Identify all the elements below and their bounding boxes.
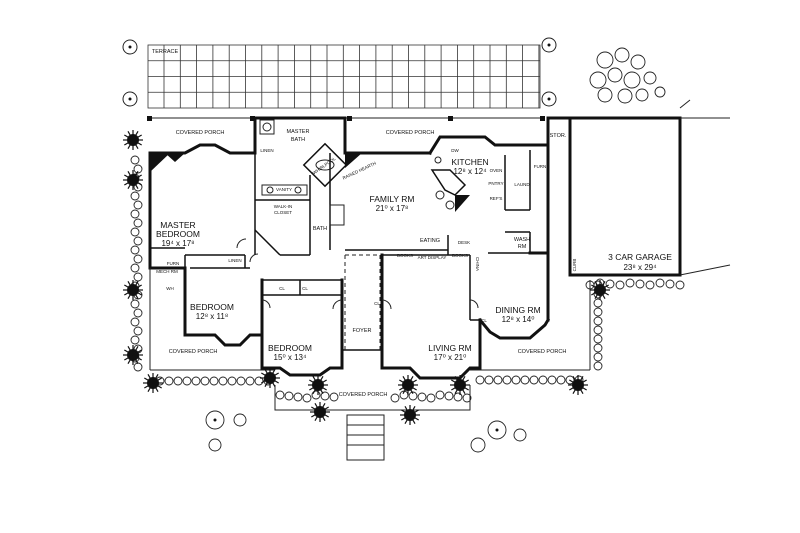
cl-3: CL bbox=[374, 301, 380, 306]
terrace-trees bbox=[122, 37, 557, 107]
books-1: BOOKS bbox=[397, 253, 413, 258]
master-bath-label-1: MASTER bbox=[287, 129, 310, 135]
bedroom-1-label: BEDROOM bbox=[190, 302, 234, 312]
front-steps bbox=[274, 385, 471, 461]
walk-in-closet-2: CLOSET bbox=[274, 210, 292, 215]
bedroom-2-label: BEDROOM bbox=[268, 343, 312, 353]
linen-2: LINEN bbox=[228, 258, 241, 263]
living-rm-dim: 17⁰ x 21⁰ bbox=[434, 353, 467, 362]
terrace-grid bbox=[147, 44, 541, 109]
oven: OVEN bbox=[490, 168, 503, 173]
bedroom-2-dim: 15⁰ x 13⁴ bbox=[274, 353, 307, 362]
furn-2: FURN bbox=[167, 261, 180, 266]
bedroom-1-dim: 12⁸ x 11⁸ bbox=[196, 312, 228, 321]
stor-label: STOR. bbox=[550, 133, 567, 139]
exterior-walls bbox=[148, 116, 682, 380]
foyer-label: FOYER bbox=[353, 328, 372, 334]
dark-trees bbox=[123, 130, 610, 425]
bath-label: BATH bbox=[313, 226, 327, 232]
walk-in-closet-1: WALK-IN bbox=[274, 204, 293, 209]
eating-label: EATING bbox=[420, 238, 440, 244]
china: CHINA bbox=[475, 257, 480, 271]
bath-fixtures bbox=[259, 119, 345, 226]
covered-porch-top-left: COVERED PORCH bbox=[176, 130, 225, 136]
books-2: BOOKS bbox=[452, 253, 468, 258]
interior-walls bbox=[150, 150, 531, 321]
garage-door-lines bbox=[679, 99, 731, 276]
light-trees bbox=[205, 410, 527, 453]
bottom-foliage bbox=[155, 278, 685, 403]
mech-rm: MECH RM bbox=[156, 269, 178, 274]
wash-rm-label-1: WASH bbox=[514, 237, 530, 243]
family-rm-label: FAMILY RM bbox=[369, 194, 414, 204]
kitchen-dim: 12⁸ x 12⁴ bbox=[453, 167, 487, 176]
living-rm-label: LIVING RM bbox=[428, 343, 471, 353]
family-rm-dim: 21⁰ x 17⁸ bbox=[376, 204, 409, 213]
covered-porch-top-right: COVERED PORCH bbox=[386, 130, 435, 136]
doors bbox=[236, 238, 479, 310]
furn-1: FURN bbox=[534, 164, 547, 169]
cl-4: CL bbox=[481, 318, 487, 323]
dw: DW bbox=[451, 148, 459, 153]
laund: LAUND bbox=[514, 182, 530, 187]
dining-rm-dim: 12⁸ x 14⁰ bbox=[502, 315, 535, 324]
dining-rm-label: DINING RM bbox=[495, 305, 540, 315]
master-bedroom-label-1: MASTER bbox=[160, 220, 195, 230]
wash-rm-label-2: RM bbox=[518, 244, 527, 250]
ref: REF'S bbox=[490, 196, 503, 201]
garage-dim: 23⁸ x 29⁴ bbox=[623, 263, 657, 272]
terrace-label: TERRACE bbox=[152, 49, 179, 55]
fireplaces bbox=[150, 153, 470, 212]
whirlpool-tub bbox=[302, 142, 348, 188]
pantry: PNTRY bbox=[488, 181, 503, 186]
kitchen-island bbox=[430, 156, 467, 210]
foyer-dashes bbox=[344, 254, 381, 350]
desk: DESK bbox=[458, 240, 470, 245]
master-bath-label-2: BATH bbox=[291, 137, 305, 143]
vanity: VANITY bbox=[276, 187, 292, 192]
curb: CURB bbox=[572, 259, 577, 272]
cl-1: CL bbox=[279, 286, 285, 291]
linen-1: LINEN bbox=[260, 148, 273, 153]
wh: WH bbox=[166, 286, 174, 291]
covered-porch-bottom-left: COVERED PORCH bbox=[169, 349, 218, 355]
master-bedroom-label-2: BEDROOM bbox=[156, 229, 200, 239]
art-display: ART DISPLAY bbox=[418, 255, 447, 260]
lower-porch bbox=[149, 268, 591, 371]
covered-porch-bottom-right: COVERED PORCH bbox=[518, 349, 567, 355]
master-bedroom-dim: 19⁴ x 17⁸ bbox=[161, 239, 194, 248]
kitchen-label: KITCHEN bbox=[451, 157, 488, 167]
garage-label: 3 CAR GARAGE bbox=[608, 252, 672, 262]
whirlpool: WHIRLPOOL bbox=[312, 156, 337, 176]
cl-2: CL bbox=[302, 286, 308, 291]
tree-cluster bbox=[589, 47, 666, 104]
covered-porch-front: COVERED PORCH bbox=[339, 392, 388, 398]
